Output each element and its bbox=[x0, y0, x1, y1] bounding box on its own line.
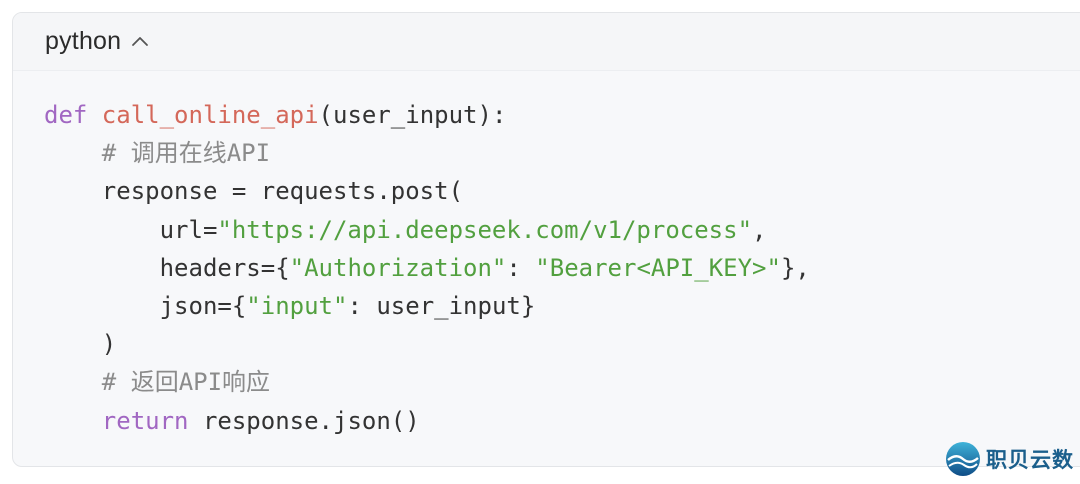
code-token: headers={ bbox=[44, 253, 290, 282]
code-line: return response.json() bbox=[44, 402, 1080, 440]
code-token: def bbox=[44, 101, 102, 129]
code-token bbox=[44, 139, 102, 167]
code-line: json={"input": user_input} bbox=[44, 287, 1080, 325]
code-token: call_online_api bbox=[101, 101, 319, 129]
code-line: # 返回API响应 bbox=[44, 363, 1080, 401]
code-line: ) bbox=[44, 325, 1080, 363]
code-token: # 调用在线API bbox=[101, 139, 271, 168]
code-token: (user_input): bbox=[318, 101, 507, 129]
code-token: "Bearer<API_KEY>" bbox=[535, 253, 781, 282]
code-token: ) bbox=[44, 330, 117, 359]
code-token: }, bbox=[780, 253, 810, 282]
code-token: "input" bbox=[246, 291, 348, 320]
language-label: python bbox=[45, 27, 122, 55]
code-token bbox=[44, 407, 102, 435]
logo-icon bbox=[944, 440, 982, 478]
code-token: "Authorization" bbox=[289, 253, 507, 282]
code-token: url= bbox=[44, 215, 218, 244]
code-line: def call_online_api(user_input): bbox=[44, 96, 1080, 134]
code-line: response = requests.post( bbox=[44, 172, 1080, 210]
code-line: # 调用在线API bbox=[44, 134, 1080, 172]
code-line: url="https://api.deepseek.com/v1/process… bbox=[44, 211, 1080, 249]
chevron-up-icon[interactable] bbox=[129, 31, 151, 53]
code-token: , bbox=[752, 215, 767, 244]
watermark: 职贝云数 bbox=[944, 440, 1074, 478]
code-token: # 返回API响应 bbox=[101, 368, 271, 397]
code-token: : bbox=[506, 253, 536, 282]
code-token: "https://api.deepseek.com/v1/process" bbox=[217, 215, 753, 244]
code-token: response.json() bbox=[202, 406, 420, 435]
code-token: json={ bbox=[44, 291, 247, 320]
code-content: def call_online_api(user_input): # 调用在线A… bbox=[13, 71, 1080, 440]
watermark-text: 职贝云数 bbox=[986, 448, 1074, 472]
code-token: return bbox=[101, 406, 203, 435]
code-block-header: python bbox=[13, 13, 1080, 71]
code-line: headers={"Authorization": "Bearer<API_KE… bbox=[44, 249, 1080, 287]
code-block: python def call_online_api(user_input): … bbox=[12, 12, 1080, 467]
code-token: response = requests.post( bbox=[44, 177, 464, 206]
code-token: : user_input} bbox=[347, 291, 536, 320]
code-token bbox=[44, 368, 102, 396]
